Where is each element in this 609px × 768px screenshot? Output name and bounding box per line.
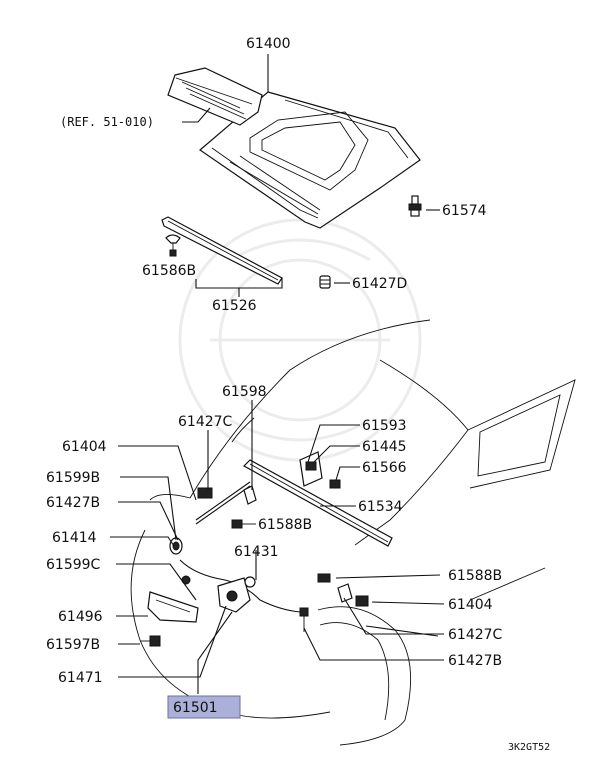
reference-note: (REF. 51-010)	[60, 115, 154, 129]
label-61471[interactable]: 61471	[58, 670, 103, 686]
label-61427D[interactable]: 61427D	[352, 276, 407, 292]
label-61404-right[interactable]: 61404	[448, 597, 493, 613]
label-61599B[interactable]: 61599B	[46, 470, 100, 486]
label-61598[interactable]: 61598	[222, 384, 267, 400]
label-61526[interactable]: 61526	[212, 298, 257, 314]
label-61566[interactable]: 61566	[362, 460, 407, 476]
label-61574[interactable]: 61574	[442, 203, 487, 219]
bumper-61427D-drawing	[319, 275, 331, 289]
label-61427B-right[interactable]: 61427B	[448, 653, 502, 669]
label-61597B[interactable]: 61597B	[46, 637, 100, 653]
vehicle-body-outline	[130, 319, 576, 746]
label-61501[interactable]: 61501	[173, 700, 218, 716]
hood-panel-drawing	[167, 67, 421, 229]
label-61427B-left[interactable]: 61427B	[46, 495, 100, 511]
bolt-61574-drawing	[408, 195, 422, 217]
label-61496[interactable]: 61496	[58, 609, 103, 625]
label-61586B[interactable]: 61586B	[142, 263, 196, 279]
part-labels: 61400 (REF. 51-010) 61574 61586B 61526 6…	[46, 36, 550, 753]
label-61404-left[interactable]: 61404	[62, 439, 107, 455]
label-61427C-right[interactable]: 61427C	[448, 627, 503, 643]
label-61593[interactable]: 61593	[362, 418, 407, 434]
leader-lines	[110, 54, 445, 694]
weatherstrip-drawing	[161, 216, 283, 285]
label-61427C-top[interactable]: 61427C	[178, 414, 233, 430]
diagram-code: 3K2GT52	[508, 742, 550, 753]
label-61400[interactable]: 61400	[246, 36, 291, 52]
label-61588B-right[interactable]: 61588B	[448, 568, 502, 584]
label-61588B-center[interactable]: 61588B	[258, 517, 312, 533]
label-61431[interactable]: 61431	[234, 544, 279, 560]
label-61414[interactable]: 61414	[52, 530, 97, 546]
highlight-box-61501	[167, 695, 241, 719]
label-61599C[interactable]: 61599C	[46, 557, 101, 573]
label-61445[interactable]: 61445	[362, 439, 407, 455]
latch-assembly-drawing	[140, 451, 393, 647]
label-61534[interactable]: 61534	[358, 499, 403, 515]
